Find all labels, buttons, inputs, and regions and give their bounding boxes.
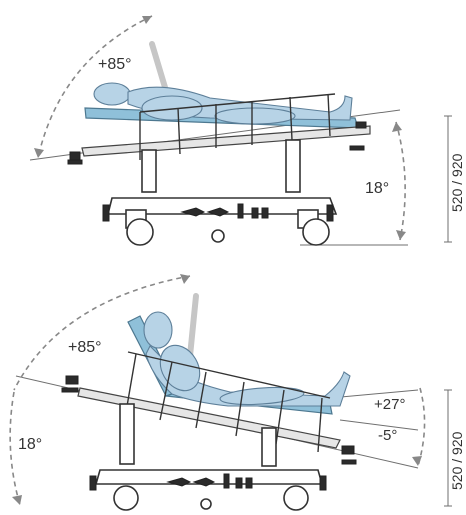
top-height-label: 520 / 920 (449, 153, 465, 212)
top-side-rail (139, 93, 336, 160)
bottom-base-arc-arrow (12, 495, 22, 505)
bottom-patient-figure (143, 311, 351, 407)
top-head-bumper (69, 151, 81, 161)
bottom-right-wheel (283, 485, 309, 511)
bottom-side-rail (125, 351, 331, 453)
bottom-tilt-up-line (329, 389, 419, 399)
bottom-left-brake (89, 475, 97, 491)
top-base-arc-arrow-up (392, 122, 402, 132)
bottom-base-angle-label: 18° (18, 436, 42, 453)
bottom-pedal-lever-2 (235, 477, 243, 489)
top-right-wheel (302, 218, 330, 246)
top-head-bumper-foot (67, 159, 83, 165)
bottom-pedal-lever-3 (245, 477, 253, 489)
bottom-stretcher-diagram: +85° 18° (9, 274, 465, 511)
top-left-wheel (126, 218, 154, 246)
top-left-column (141, 149, 157, 193)
top-lower-frame (81, 125, 371, 157)
bottom-height-label: 520 / 920 (449, 431, 465, 490)
bottom-head-bumper-foot (61, 387, 79, 393)
top-pedal-lever-1 (237, 203, 244, 219)
top-right-brake (326, 204, 334, 222)
top-pedal-right (206, 207, 230, 217)
top-pedal-lever-2 (251, 207, 259, 219)
bottom-tilt-down-label: -5° (378, 427, 397, 444)
bottom-tilt-arc (417, 387, 426, 467)
top-left-brake (102, 204, 110, 222)
top-back-angle-label: +85° (98, 56, 132, 73)
bottom-head-bumper (65, 375, 79, 385)
top-foot-bumper (355, 121, 367, 129)
bottom-back-angle-label: +85° (68, 339, 102, 356)
bottom-right-column (261, 427, 277, 467)
top-right-column (285, 139, 301, 193)
top-base-arc-arrow-down (396, 230, 406, 240)
bottom-left-column (119, 403, 135, 465)
bottom-left-wheel (113, 485, 139, 511)
bottom-base-angle-arc (9, 391, 21, 506)
bottom-pedal-lever-1 (223, 473, 230, 489)
bottom-raised-backrest (187, 293, 199, 359)
bottom-foot-bumper (341, 445, 355, 455)
top-back-arc-arrow-down (34, 148, 44, 158)
bottom-tilt-up-label: +27° (374, 396, 405, 413)
bottom-pedal-left (166, 477, 192, 487)
top-base-angle-arc (395, 121, 406, 241)
top-patient-figure (93, 82, 353, 125)
bottom-center-wheel (200, 498, 212, 510)
top-pedal-left (180, 207, 206, 217)
top-back-arc-arrow-up (142, 16, 152, 24)
bottom-foot-bumper-foot (341, 459, 357, 465)
bottom-tilt-arc-arrow (412, 456, 422, 466)
top-foot-bumper-foot (349, 145, 365, 151)
bottom-back-angle-arc (13, 275, 191, 391)
bottom-tilt-down-line (339, 419, 419, 431)
top-center-wheel (211, 229, 225, 243)
bottom-back-arc-arrow-up (180, 274, 190, 284)
bottom-right-brake (319, 475, 327, 491)
top-back-angle-arc (37, 15, 153, 159)
top-stretcher-diagram: +85° (29, 15, 465, 246)
bottom-pedal-right (192, 477, 216, 487)
top-base-angle-label: 18° (365, 180, 389, 197)
top-pedal-lever-3 (261, 207, 269, 219)
